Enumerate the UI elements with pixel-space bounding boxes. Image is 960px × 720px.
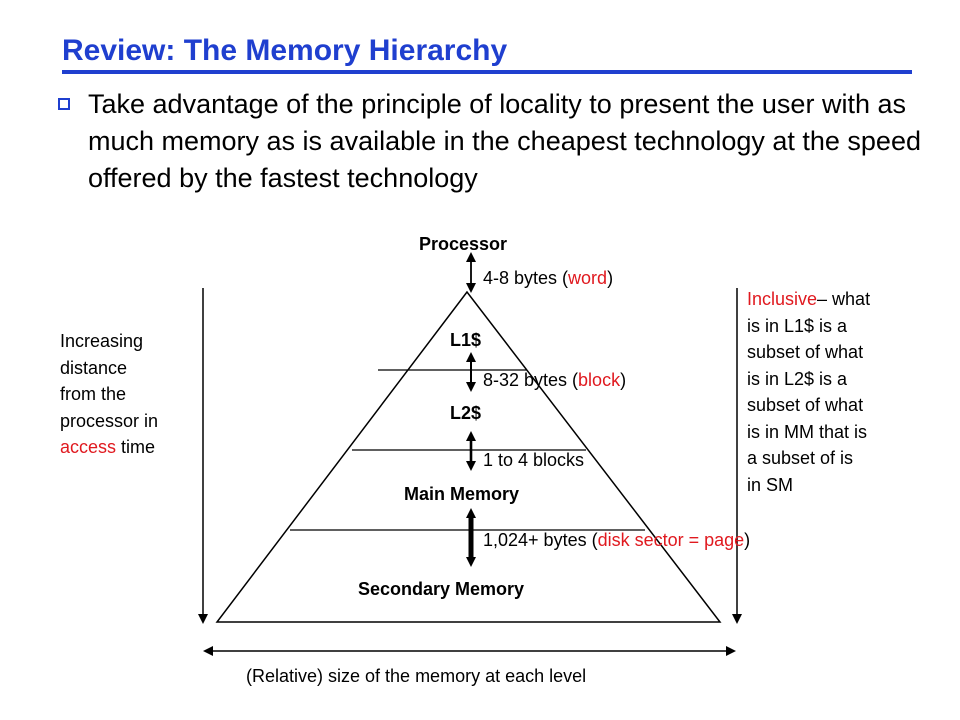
level-secondary-memory: Secondary Memory: [358, 579, 525, 599]
slide-title: Review: The Memory Hierarchy: [62, 34, 508, 67]
transfer-label-block: 8-32 bytes (block): [483, 370, 627, 390]
left-note-distance: Increasing distance from the processor i…: [60, 331, 159, 457]
level-l1-cache: L1$: [450, 330, 482, 350]
transfer-label-blocks: 1 to 4 blocks: [483, 450, 585, 470]
size-caption: (Relative) size of the memory at each le…: [246, 666, 587, 686]
transfer-label-word: 4-8 bytes (word): [483, 268, 614, 288]
level-l2-cache: L2$: [450, 403, 482, 423]
bullet-text: Take advantage of the principle of local…: [88, 89, 921, 193]
level-processor: Processor: [419, 234, 508, 254]
transfer-label-page: 1,024+ bytes (disk sector = page): [483, 530, 751, 550]
pyramid-outline: [215, 290, 722, 623]
level-main-memory: Main Memory: [404, 484, 520, 504]
right-note-inclusive: Inclusive– what is in L1$ is a subset of…: [747, 289, 871, 495]
title-underline: [62, 70, 912, 74]
bullet-square-icon: [58, 98, 70, 110]
